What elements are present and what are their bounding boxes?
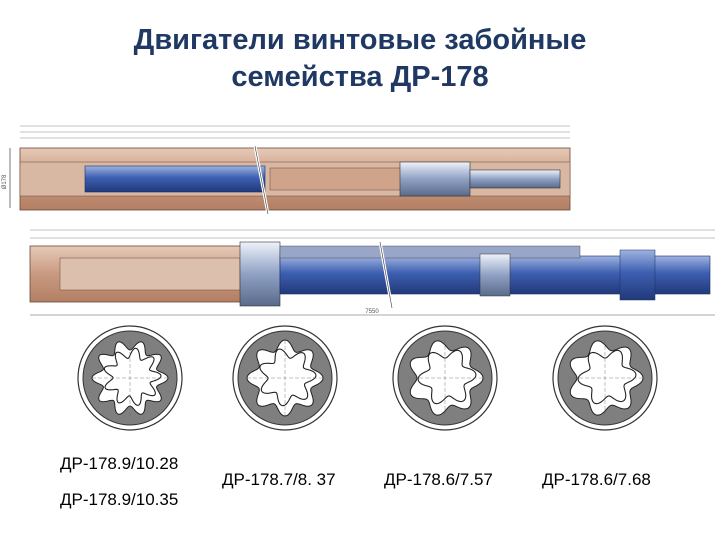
cross-section-4: [552, 325, 658, 431]
section-label-4: ДР-178.6/7.68: [542, 470, 651, 489]
page-title-line-2: семейства ДР-178: [231, 61, 489, 93]
section-label-1: ДР-178.9/10.28: [60, 454, 179, 473]
diameter-dimension-label: Ø178: [2, 174, 8, 189]
cross-section-3: [392, 325, 498, 431]
section-label-2: ДР-178.7/8. 37: [222, 470, 336, 489]
section-label-3: ДР-178.6/7.57: [384, 470, 493, 489]
cross-section-2: [232, 325, 338, 431]
rotor-lobe-profile: [417, 349, 477, 405]
rotor-lobe-profile: [103, 347, 162, 406]
cross-section-1: [77, 325, 183, 431]
motor-assembly-drawing: Ø178 7550: [2, 125, 715, 316]
upper-section-drawing: Ø178: [2, 125, 571, 215]
section-label-1b: ДР-178.9/10.35: [60, 490, 179, 509]
lower-section-drawing: 7550: [29, 229, 715, 316]
rotor-lobe-profile: [577, 349, 637, 405]
page-title-line-1: Двигатели винтовые забойные: [133, 24, 587, 56]
rotor-lobe-profile: [259, 348, 317, 407]
overall-length-label: 7550: [365, 309, 379, 315]
